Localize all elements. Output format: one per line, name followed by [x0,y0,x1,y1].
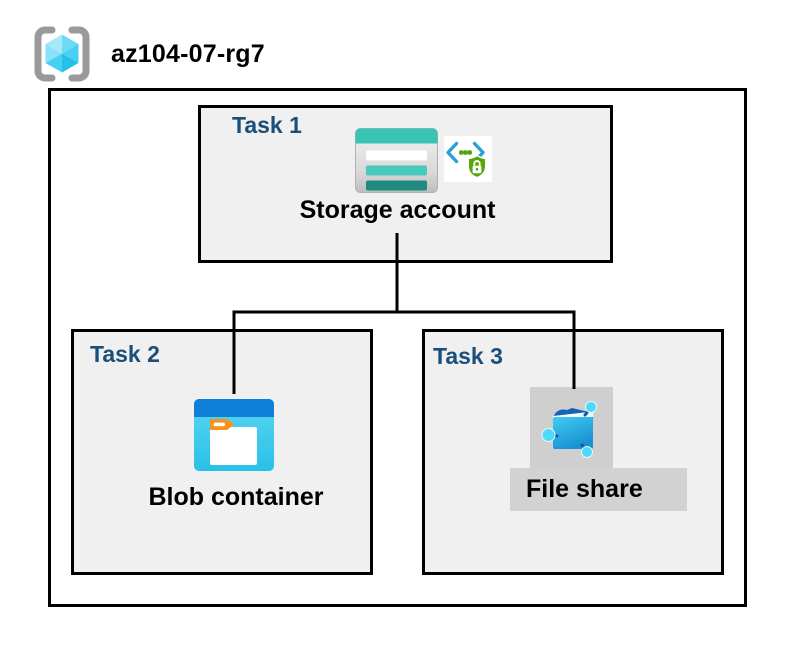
task-2-box: Task 2 Blob container [71,329,373,575]
task-1-label: Task 1 [232,112,302,138]
file-share-icon [541,401,597,458]
task-2-label: Task 2 [90,341,160,367]
blob-container-icon [194,399,274,471]
file-share-label: File share [526,475,643,503]
task-1-box: Task 1 Storage account [198,105,613,263]
resource-group-header: az104-07-rg7 [30,22,265,86]
file-share-label-plate: File share [510,468,687,511]
blob-container-label: Blob container [148,483,324,511]
storage-account-icon [355,128,438,193]
task-3-box: Task 3 File share [422,329,724,575]
storage-account-label: Storage account [299,196,496,224]
file-share-icon-plate [530,387,613,468]
task-3-label: Task 3 [433,343,503,369]
shared-access-signature-icon [444,136,492,182]
resource-group-name: az104-07-rg7 [111,39,265,68]
resource-group-icon [34,26,90,82]
